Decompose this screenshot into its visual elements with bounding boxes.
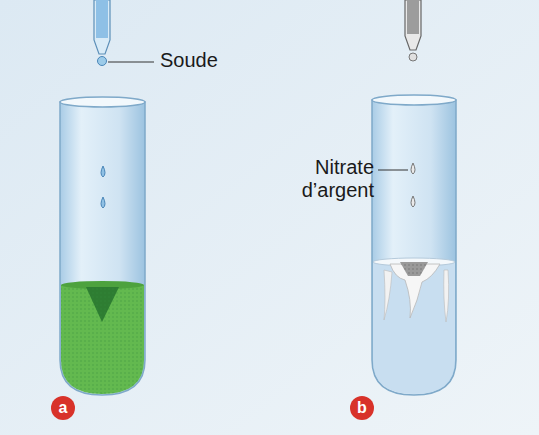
tube-a — [60, 97, 145, 395]
callout-label: Soude — [160, 49, 218, 72]
pipette-b — [378, 0, 421, 170]
letter-badge: b — [350, 396, 374, 420]
leader-line — [378, 170, 408, 171]
badge-letter: a — [59, 400, 68, 416]
leader-line — [108, 62, 154, 63]
pipette-a — [94, 0, 154, 66]
letter-badge: a — [51, 396, 75, 420]
badge-letter: b — [357, 400, 367, 416]
tube-b — [372, 95, 456, 395]
callout-label: Nitrate d’argent — [292, 156, 374, 202]
